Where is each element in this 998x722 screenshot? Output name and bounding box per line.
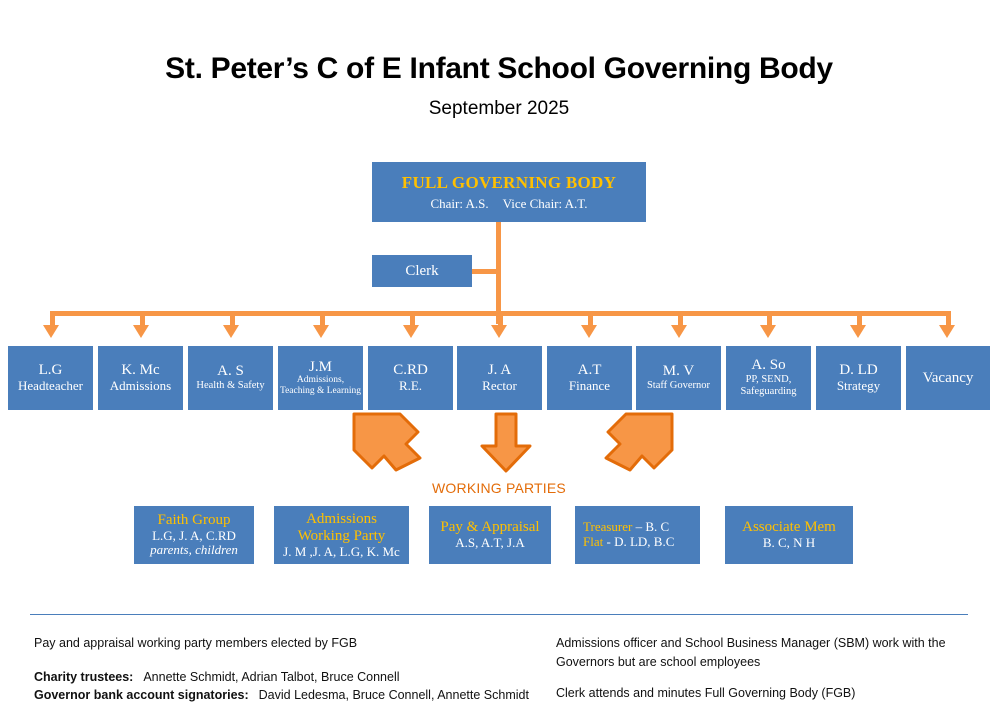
treasurer-value: – B. C bbox=[632, 519, 670, 535]
arrow-down-icon-1 bbox=[43, 325, 59, 338]
working-party-members: A.S, A.T, J.A bbox=[455, 535, 525, 551]
page-title: St. Peter’s C of E Infant School Governi… bbox=[165, 52, 833, 85]
governor-box-11-vacancy[interactable]: Vacancy bbox=[906, 346, 990, 410]
working-party-title: Faith Group bbox=[157, 512, 231, 529]
governor-name: A. So bbox=[751, 357, 786, 374]
footer-bank-signatories: Governor bank account signatories: David … bbox=[34, 686, 529, 705]
governor-name: J. A bbox=[487, 362, 512, 379]
governor-role: Headteacher bbox=[18, 378, 83, 394]
flat-value: - D. LD, B.C bbox=[603, 534, 675, 549]
arrow-down-left-icon bbox=[352, 412, 422, 472]
governor-box-6[interactable]: J. A Rector bbox=[457, 346, 542, 410]
drop-line-11 bbox=[946, 311, 951, 327]
governor-box-8[interactable]: M. V Staff Governor bbox=[636, 346, 721, 410]
arrow-down-icon-4 bbox=[313, 325, 329, 338]
arrow-down-icon-6 bbox=[491, 325, 507, 338]
working-party-box-pay-appraisal[interactable]: Pay & Appraisal A.S, A.T, J.A bbox=[429, 506, 551, 564]
arrow-down-icon-10 bbox=[850, 325, 866, 338]
arrow-down-icon-11 bbox=[939, 325, 955, 338]
working-party-title: Admissions Working Party bbox=[297, 510, 386, 544]
arrow-down-icon-2 bbox=[133, 325, 149, 338]
treasurer-line: Treasurer – B. C bbox=[583, 520, 669, 535]
drop-line-2 bbox=[140, 311, 145, 327]
working-party-box-treasurer[interactable]: Treasurer – B. C Flat - D. LD, B.C bbox=[575, 506, 700, 564]
governor-role: Rector bbox=[482, 378, 517, 394]
flat-label: Flat bbox=[583, 534, 604, 549]
footer-divider bbox=[30, 614, 968, 615]
treasurer-label: Treasurer bbox=[583, 519, 633, 535]
clerk-label: Clerk bbox=[405, 262, 439, 279]
governor-role: Strategy bbox=[836, 378, 881, 394]
working-party-note: parents, children bbox=[150, 542, 238, 558]
drop-line-10 bbox=[857, 311, 862, 327]
governor-role: PP, SEND, Safeguarding bbox=[740, 374, 797, 398]
flat-line: Flat - D. LD, B.C bbox=[583, 534, 675, 550]
page-subtitle: September 2025 bbox=[428, 98, 570, 119]
arrow-down-right-icon bbox=[604, 412, 674, 472]
governor-role: Health & Safety bbox=[196, 380, 265, 392]
arrow-down-icon-working-parties bbox=[480, 412, 532, 473]
fgb-stem-connector bbox=[496, 222, 501, 324]
working-party-box-admissions[interactable]: Admissions Working Party J. M ,J. A, L.G… bbox=[274, 506, 409, 564]
governor-box-5[interactable]: C.RD R.E. bbox=[368, 346, 453, 410]
drop-line-8 bbox=[678, 311, 683, 327]
governor-name: D. LD bbox=[839, 362, 878, 379]
governor-name: M. V bbox=[662, 363, 695, 380]
governor-name: A.T bbox=[577, 362, 602, 379]
working-party-box-faith-group[interactable]: Faith Group L.G, J. A, C.RD parents, chi… bbox=[134, 506, 254, 564]
governor-box-10[interactable]: D. LD Strategy bbox=[816, 346, 901, 410]
governor-name: L.G bbox=[38, 362, 63, 379]
fgb-officers: Chair: A.S. Vice Chair: A.T. bbox=[430, 195, 588, 212]
governor-name: K. Mc bbox=[121, 362, 160, 379]
governor-box-3[interactable]: A. S Health & Safety bbox=[188, 346, 273, 410]
drop-line-6 bbox=[498, 311, 503, 327]
drop-line-5 bbox=[410, 311, 415, 327]
governor-role: R.E. bbox=[398, 378, 423, 394]
drop-line-1 bbox=[50, 311, 55, 327]
working-parties-label: WORKING PARTIES bbox=[432, 480, 566, 496]
fgb-chair: Chair: A.S. bbox=[430, 195, 489, 211]
charity-trustees-label: Charity trustees: bbox=[34, 670, 134, 684]
arrow-down-icon-3 bbox=[223, 325, 239, 338]
fgb-vice-chair: Vice Chair: A.T. bbox=[502, 195, 588, 211]
working-party-members: J. M ,J. A, L.G, K. Mc bbox=[283, 543, 400, 559]
arrow-down-icon-8 bbox=[671, 325, 687, 338]
governor-name: J.M bbox=[309, 358, 332, 375]
footer-charity-trustees: Charity trustees: Annette Schmidt, Adrian… bbox=[34, 668, 400, 687]
bank-signatories-label: Governor bank account signatories: bbox=[34, 688, 249, 702]
governor-role: Finance bbox=[568, 378, 611, 394]
working-party-members: L.G, J. A, C.RD bbox=[152, 527, 236, 543]
clerk-connector bbox=[472, 269, 498, 274]
charity-trustees-value: Annette Schmidt, Adrian Talbot, Bruce Co… bbox=[143, 670, 400, 684]
footer-note-clerk: Clerk attends and minutes Full Governing… bbox=[556, 686, 856, 700]
governor-box-7[interactable]: A.T Finance bbox=[547, 346, 632, 410]
governor-role: Admissions bbox=[109, 378, 172, 394]
drop-line-9 bbox=[767, 311, 772, 327]
working-party-title: Associate Mem bbox=[742, 519, 836, 536]
working-party-title: Pay & Appraisal bbox=[440, 519, 540, 536]
governor-name: C.RD bbox=[393, 362, 428, 379]
arrow-down-icon-9 bbox=[760, 325, 776, 338]
working-party-box-associate-members[interactable]: Associate Mem B. C, N H bbox=[725, 506, 853, 564]
arrow-down-icon-5 bbox=[403, 325, 419, 338]
drop-line-7 bbox=[588, 311, 593, 327]
arrow-down-icon-7 bbox=[581, 325, 597, 338]
governor-box-4[interactable]: J.M Admissions, Teaching & Learning bbox=[278, 346, 363, 410]
drop-line-4 bbox=[320, 311, 325, 327]
governor-role: Admissions, Teaching & Learning bbox=[279, 375, 362, 397]
full-governing-body-box[interactable]: FULL GOVERNING BODY Chair: A.S. Vice Chai… bbox=[372, 162, 646, 222]
governor-box-1[interactable]: L.G Headteacher bbox=[8, 346, 93, 410]
clerk-box[interactable]: Clerk bbox=[372, 255, 472, 287]
governor-box-2[interactable]: K. Mc Admissions bbox=[98, 346, 183, 410]
drop-line-3 bbox=[230, 311, 235, 327]
governor-name: A. S bbox=[217, 363, 244, 380]
fgb-title: FULL GOVERNING BODY bbox=[401, 172, 617, 192]
footer-note-admissions-officer: Admissions officer and School Business M… bbox=[556, 636, 946, 669]
footer-note-pay-appraisal: Pay and appraisal working party members … bbox=[34, 636, 358, 650]
governor-role: Staff Governor bbox=[646, 380, 711, 392]
working-party-members: B. C, N H bbox=[762, 535, 816, 551]
governor-box-9[interactable]: A. So PP, SEND, Safeguarding bbox=[726, 346, 811, 410]
bank-signatories-value: David Ledesma, Bruce Connell, Annette Sc… bbox=[258, 688, 529, 702]
governor-name: Vacancy bbox=[922, 369, 974, 386]
